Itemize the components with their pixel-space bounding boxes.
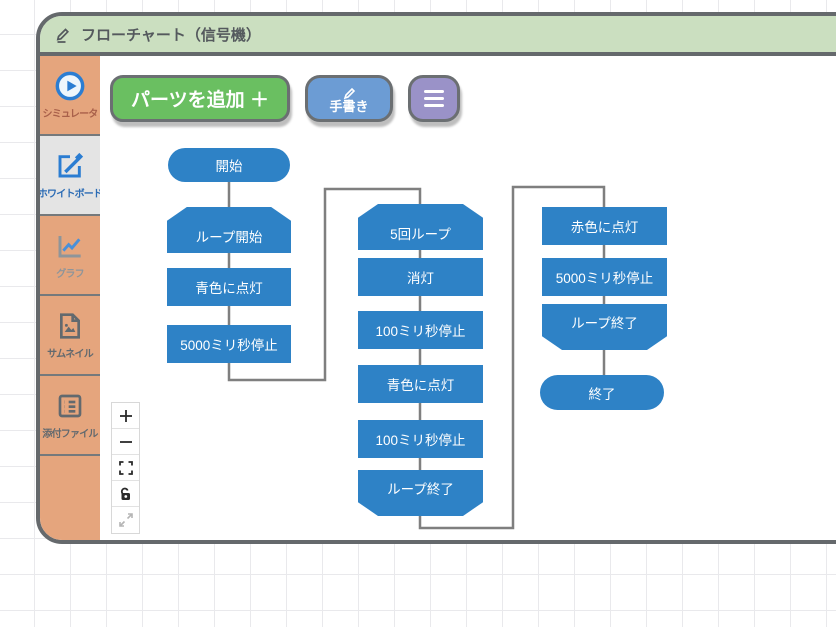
image-file-icon bbox=[54, 310, 86, 342]
add-parts-label: パーツを追加 ＋ bbox=[131, 90, 269, 111]
add-parts-button[interactable]: パーツを追加 ＋ bbox=[110, 75, 290, 122]
sidebar-item-label: サムネイル bbox=[47, 349, 94, 360]
sidebar-item-label: 添付ファイル bbox=[42, 429, 98, 440]
flow-node-loop-end[interactable]: ループ終了 bbox=[542, 304, 667, 350]
handwriting-button[interactable]: 手書き bbox=[305, 75, 393, 122]
zoom-out-button[interactable] bbox=[112, 429, 139, 455]
hamburger-menu-icon bbox=[424, 90, 444, 93]
lock-button[interactable] bbox=[112, 481, 139, 507]
sidebar-item-graph[interactable]: グラフ bbox=[40, 216, 100, 296]
flow-node-process[interactable]: 5000ミリ秒停止 bbox=[167, 325, 291, 363]
window-body: シミュレータ ホワイトボード グラフ bbox=[40, 56, 836, 540]
sidebar-item-thumbnail[interactable]: サムネイル bbox=[40, 296, 100, 376]
zoom-in-button[interactable] bbox=[112, 403, 139, 429]
handwriting-label: 手書き bbox=[329, 99, 369, 114]
flow-node-terminal[interactable]: 終了 bbox=[540, 375, 664, 410]
flow-node-terminal[interactable]: 開始 bbox=[168, 148, 290, 182]
flow-node-process[interactable]: 青色に点灯 bbox=[167, 268, 291, 306]
title-bar: フローチャート（信号機） bbox=[40, 16, 836, 56]
toolbar: パーツを追加 ＋ 手書き bbox=[110, 75, 460, 122]
line-chart-icon bbox=[54, 230, 86, 262]
page-title: フローチャート（信号機） bbox=[81, 26, 261, 44]
play-circle-icon bbox=[54, 70, 86, 102]
sidebar-item-simulator[interactable]: シミュレータ bbox=[40, 56, 100, 136]
sidebar-item-whiteboard[interactable]: ホワイトボード bbox=[37, 136, 103, 216]
sidebar-item-label: ホワイトボード bbox=[37, 189, 103, 200]
zoom-controls bbox=[111, 402, 140, 534]
sidebar-item-label: グラフ bbox=[56, 269, 84, 280]
sidebar-item-label: シミュレータ bbox=[42, 109, 99, 120]
whiteboard-canvas[interactable]: パーツを追加 ＋ 手書き bbox=[100, 56, 836, 540]
sidebar: シミュレータ ホワイトボード グラフ bbox=[37, 56, 103, 540]
sidebar-item-attachments[interactable]: 添付ファイル bbox=[40, 376, 100, 456]
flow-node-loop-end[interactable]: ループ終了 bbox=[358, 470, 483, 516]
menu-button[interactable] bbox=[408, 75, 460, 122]
flow-node-process[interactable]: 5000ミリ秒停止 bbox=[542, 258, 667, 296]
list-icon bbox=[54, 390, 86, 422]
flow-node-process[interactable]: 100ミリ秒停止 bbox=[358, 420, 483, 458]
flow-node-process[interactable]: 赤色に点灯 bbox=[542, 207, 667, 245]
flow-node-loop-start[interactable]: 5回ループ bbox=[358, 204, 483, 250]
fit-screen-button[interactable] bbox=[112, 455, 139, 481]
edit-square-icon bbox=[54, 150, 86, 182]
flow-node-process[interactable]: 消灯 bbox=[358, 258, 483, 296]
flow-node-loop-start[interactable]: ループ開始 bbox=[167, 207, 291, 253]
flow-node-process[interactable]: 青色に点灯 bbox=[358, 365, 483, 403]
expand-arrows-icon[interactable] bbox=[112, 507, 139, 533]
app-window: フローチャート（信号機） シミュレータ bbox=[36, 12, 836, 544]
handwriting-pencil-icon bbox=[338, 84, 360, 102]
pencil-icon[interactable] bbox=[53, 25, 72, 44]
flow-node-process[interactable]: 100ミリ秒停止 bbox=[358, 311, 483, 349]
